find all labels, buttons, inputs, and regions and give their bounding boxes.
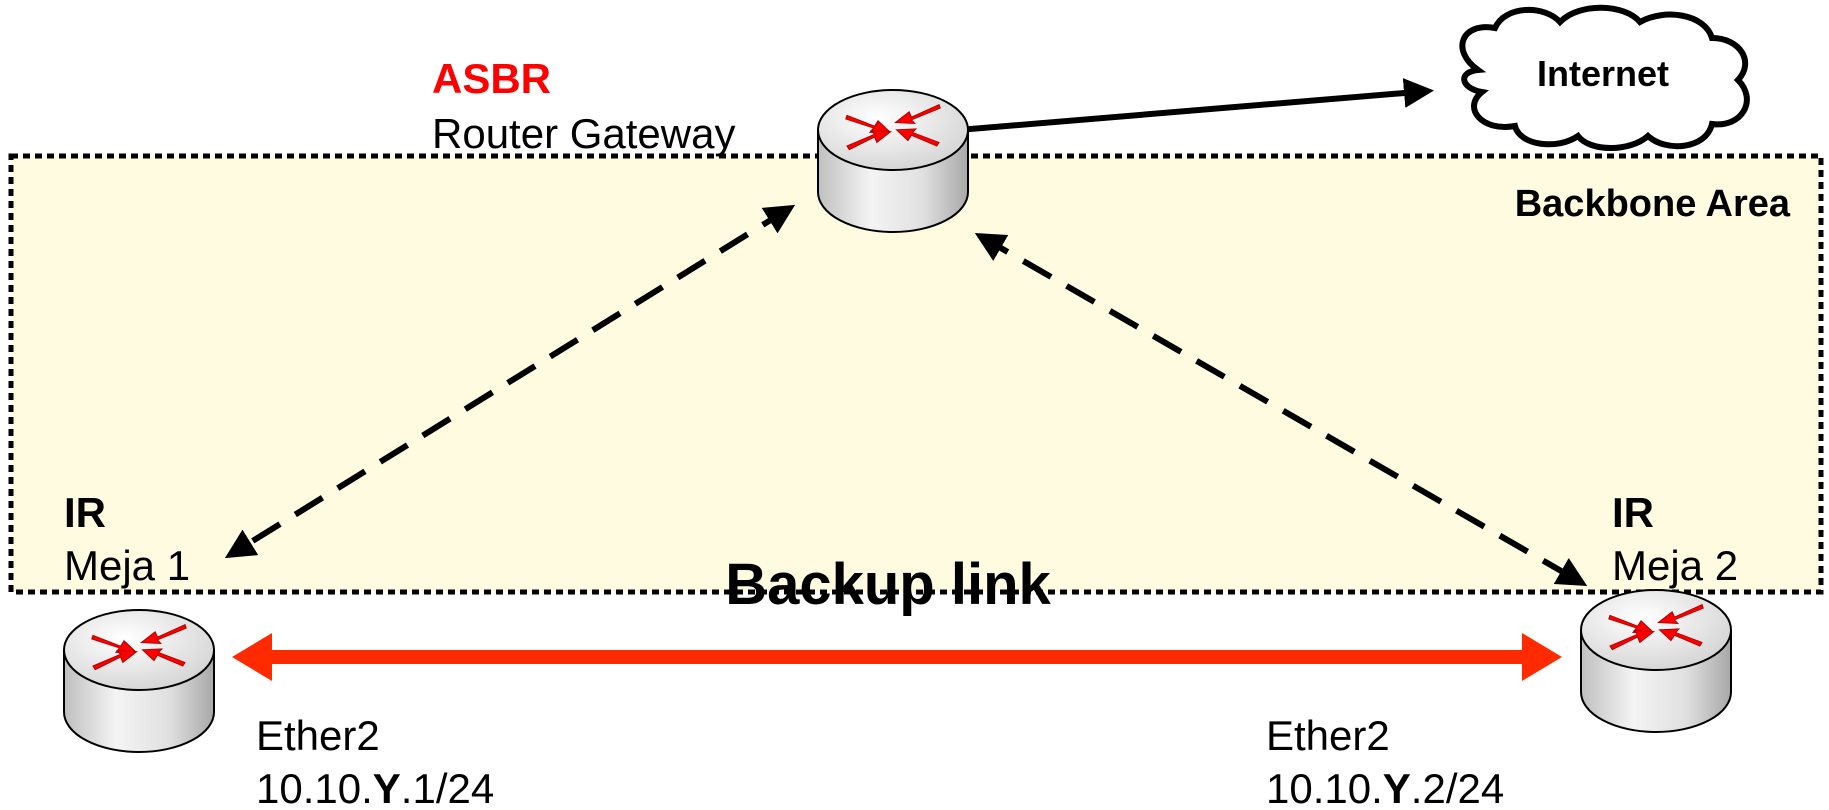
- router-icon: [63, 609, 215, 753]
- router-icon: [817, 89, 969, 233]
- gateway-name: Router Gateway: [432, 110, 735, 157]
- meja2-interface: Ether2: [1266, 712, 1390, 759]
- router-icon: [1580, 589, 1732, 733]
- cloud-icon: [1459, 4, 1750, 151]
- backup-link-arrow: [232, 633, 1562, 681]
- meja2-name: Meja 2: [1612, 542, 1738, 589]
- backbone-area-label: Backbone Area: [1515, 183, 1791, 225]
- link-gateway-meja1: [224, 204, 796, 559]
- internet-label: Internet: [1537, 53, 1669, 94]
- meja1-role: IR: [64, 489, 106, 536]
- meja1-name: Meja 1: [64, 542, 190, 589]
- gateway-router: [817, 89, 969, 233]
- meja2-role: IR: [1612, 489, 1654, 536]
- meja2-ip: 10.10.Y.2/24: [1266, 765, 1504, 810]
- gateway-role: ASBR: [432, 55, 551, 102]
- meja1-router: [63, 609, 215, 753]
- link-gateway-meja2: [974, 233, 1588, 586]
- meja1-interface: Ether2: [256, 712, 380, 759]
- backup-link-label: Backup link: [725, 552, 1051, 617]
- meja2-router: [1580, 589, 1732, 733]
- meja1-ip: 10.10.Y.1/24: [256, 765, 494, 810]
